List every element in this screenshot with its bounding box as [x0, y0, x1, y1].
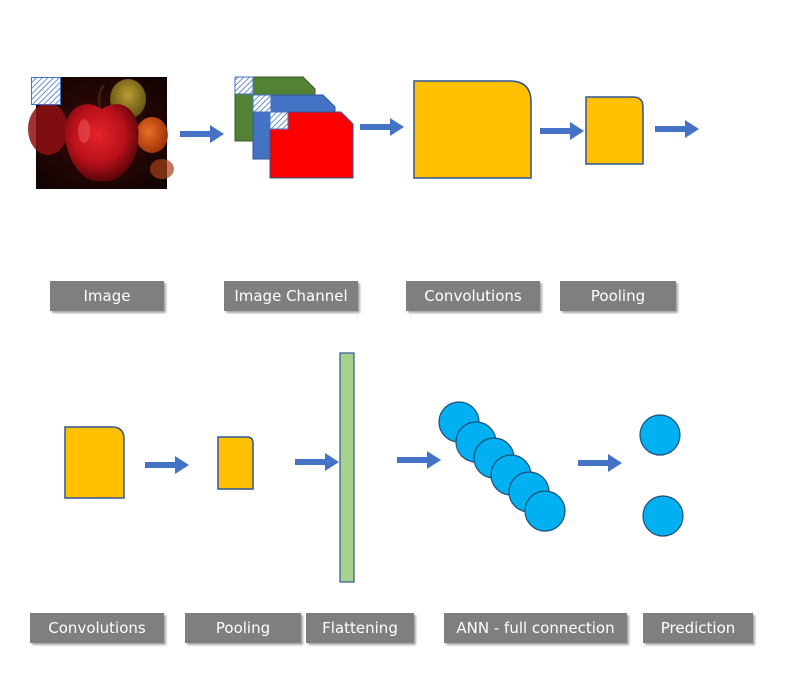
arrow-right-icon	[180, 124, 224, 144]
label-flattening: Flattening	[306, 613, 414, 643]
arrow-right-icon	[655, 119, 699, 139]
label-pooling-bottom: Pooling	[185, 613, 301, 643]
feature-map-convolution	[413, 80, 533, 180]
arrow-right-icon	[540, 121, 584, 141]
arrow-right-icon	[145, 455, 189, 475]
ann-neurons	[437, 400, 569, 536]
hatched-filter-icon	[31, 77, 61, 105]
label-image: Image	[50, 281, 164, 311]
label-convolutions-bottom: Convolutions	[30, 613, 164, 643]
arrow-right-icon	[578, 453, 622, 473]
label-convolutions-top: Convolutions	[406, 281, 540, 311]
feature-map-pooling	[585, 96, 645, 166]
feature-map-convolution	[64, 426, 126, 500]
arrow-right-icon	[295, 452, 339, 472]
apple-photo-icon	[28, 77, 174, 189]
prediction-neurons	[638, 413, 688, 538]
arrow-right-icon	[397, 450, 441, 470]
label-ann-full-connection: ANN - full connection	[444, 613, 627, 643]
feature-map-pooling	[217, 436, 255, 491]
label-prediction: Prediction	[643, 613, 753, 643]
label-image-channel: Image Channel	[224, 281, 358, 311]
flattened-vector	[339, 352, 355, 583]
label-pooling-top: Pooling	[560, 281, 676, 311]
arrow-right-icon	[360, 117, 404, 137]
image-channels	[233, 76, 355, 181]
